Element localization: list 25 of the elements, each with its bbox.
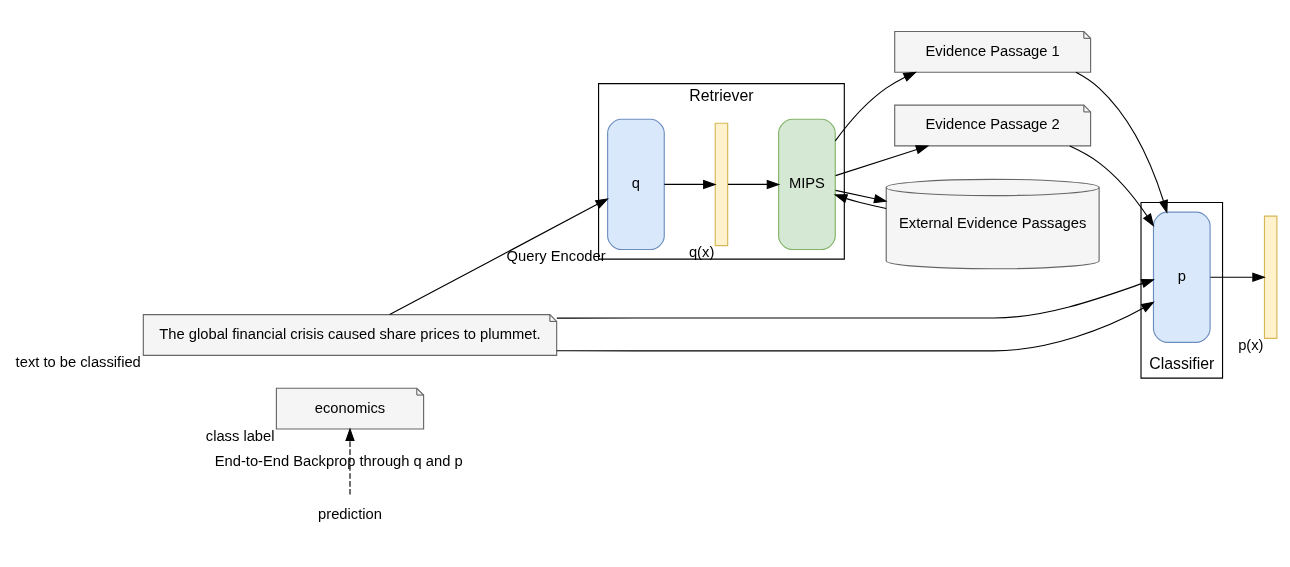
node-bar xyxy=(714,122,729,247)
arrow xyxy=(1069,145,1155,228)
arrow xyxy=(556,301,1155,352)
arrow xyxy=(556,279,1155,319)
node-bar xyxy=(1263,215,1278,339)
arrow xyxy=(727,179,781,190)
arrow xyxy=(833,194,887,209)
arrow xyxy=(1209,272,1266,283)
arrow xyxy=(834,189,888,204)
node-box: MIPS xyxy=(778,118,836,251)
arrow xyxy=(663,179,717,190)
arrow xyxy=(1075,71,1168,214)
node-box: q xyxy=(607,118,665,251)
arrow xyxy=(834,145,930,177)
node-label: p(x) xyxy=(1238,337,1264,354)
arrow xyxy=(345,427,355,496)
node-label: text to be classified xyxy=(15,354,141,371)
arrow xyxy=(834,71,917,142)
node-text: prediction xyxy=(318,505,382,522)
node-box: p xyxy=(1152,211,1211,343)
node-label: Query Encoder xyxy=(506,248,606,265)
arrow xyxy=(389,198,609,316)
node-label: class label xyxy=(205,427,275,444)
edge-label: End-to-End Backprop through q and p xyxy=(214,452,463,469)
node-label: q(x) xyxy=(688,244,715,261)
